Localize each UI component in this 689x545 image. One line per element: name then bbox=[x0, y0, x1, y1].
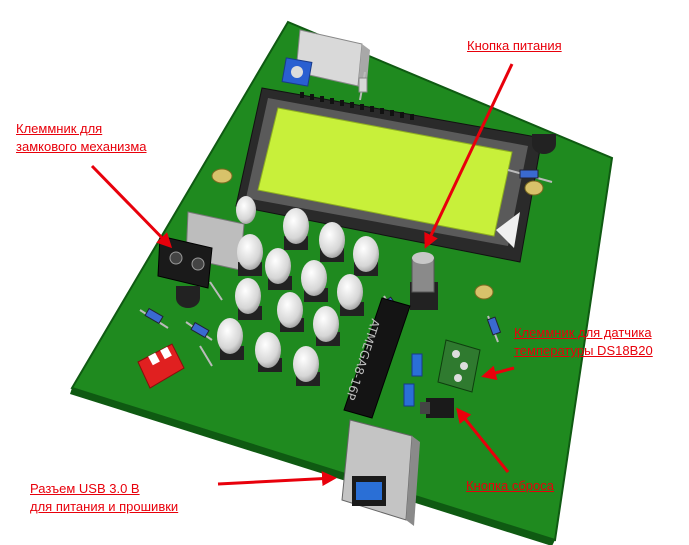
relay-component bbox=[295, 29, 370, 92]
arrow-usb-connector bbox=[217, 471, 337, 487]
keypad-button bbox=[319, 222, 345, 262]
callout-arrows bbox=[90, 63, 515, 487]
keypad-button bbox=[255, 332, 282, 372]
arrow-reset-button bbox=[456, 407, 510, 473]
keypad bbox=[217, 208, 379, 386]
arrow-power-button bbox=[424, 63, 514, 249]
lcd-header-pins bbox=[300, 92, 414, 120]
keypad-button bbox=[293, 346, 320, 386]
keypad-button bbox=[313, 306, 340, 346]
mounting-posts bbox=[211, 168, 544, 300]
keypad-button bbox=[337, 274, 364, 316]
keypad-button bbox=[301, 260, 328, 302]
trimmer-potentiometer bbox=[281, 57, 313, 87]
callout-line: Клеммник для bbox=[16, 121, 103, 136]
keypad-button bbox=[265, 248, 292, 290]
callout-line: температуры DS18B20 bbox=[514, 343, 653, 358]
keypad-button bbox=[235, 278, 262, 320]
power-button bbox=[410, 252, 438, 310]
dip-switch bbox=[137, 343, 185, 389]
keypad-button bbox=[353, 236, 379, 276]
callout-line: для питания и прошивки bbox=[30, 499, 179, 514]
lcd-display bbox=[235, 87, 543, 263]
callout-line: Клеммник для датчика bbox=[514, 325, 652, 340]
keypad-button bbox=[277, 292, 304, 332]
callout-power-button: Кнопка питания bbox=[467, 37, 562, 55]
callout-line: Кнопка сброса bbox=[466, 478, 554, 493]
callout-temp-terminal: Клеммник для датчика температуры DS18B20 bbox=[514, 324, 653, 360]
callout-reset-button: Кнопка сброса bbox=[466, 477, 554, 495]
callout-lock-terminal: Клеммник для замкового механизма bbox=[16, 120, 147, 156]
usb-connector bbox=[341, 419, 420, 526]
callout-line: замкового механизма bbox=[16, 139, 147, 154]
arrow-lock-terminal bbox=[90, 164, 173, 249]
callout-line: Кнопка питания bbox=[467, 38, 562, 53]
reset-button bbox=[420, 398, 454, 418]
keypad-button bbox=[217, 318, 244, 360]
temp-terminal-block bbox=[437, 339, 481, 393]
callout-usb-connector: Разъем USB 3.0 B для питания и прошивки bbox=[30, 480, 178, 516]
callout-line: Разъем USB 3.0 B bbox=[30, 481, 140, 496]
keypad-button bbox=[237, 234, 263, 276]
capacitors bbox=[403, 353, 423, 407]
transistor-left bbox=[176, 286, 200, 308]
lock-terminal-block bbox=[157, 211, 245, 289]
arrow-temp-terminal bbox=[481, 365, 515, 381]
keypad-button bbox=[283, 208, 309, 250]
transistor-top bbox=[532, 134, 556, 154]
